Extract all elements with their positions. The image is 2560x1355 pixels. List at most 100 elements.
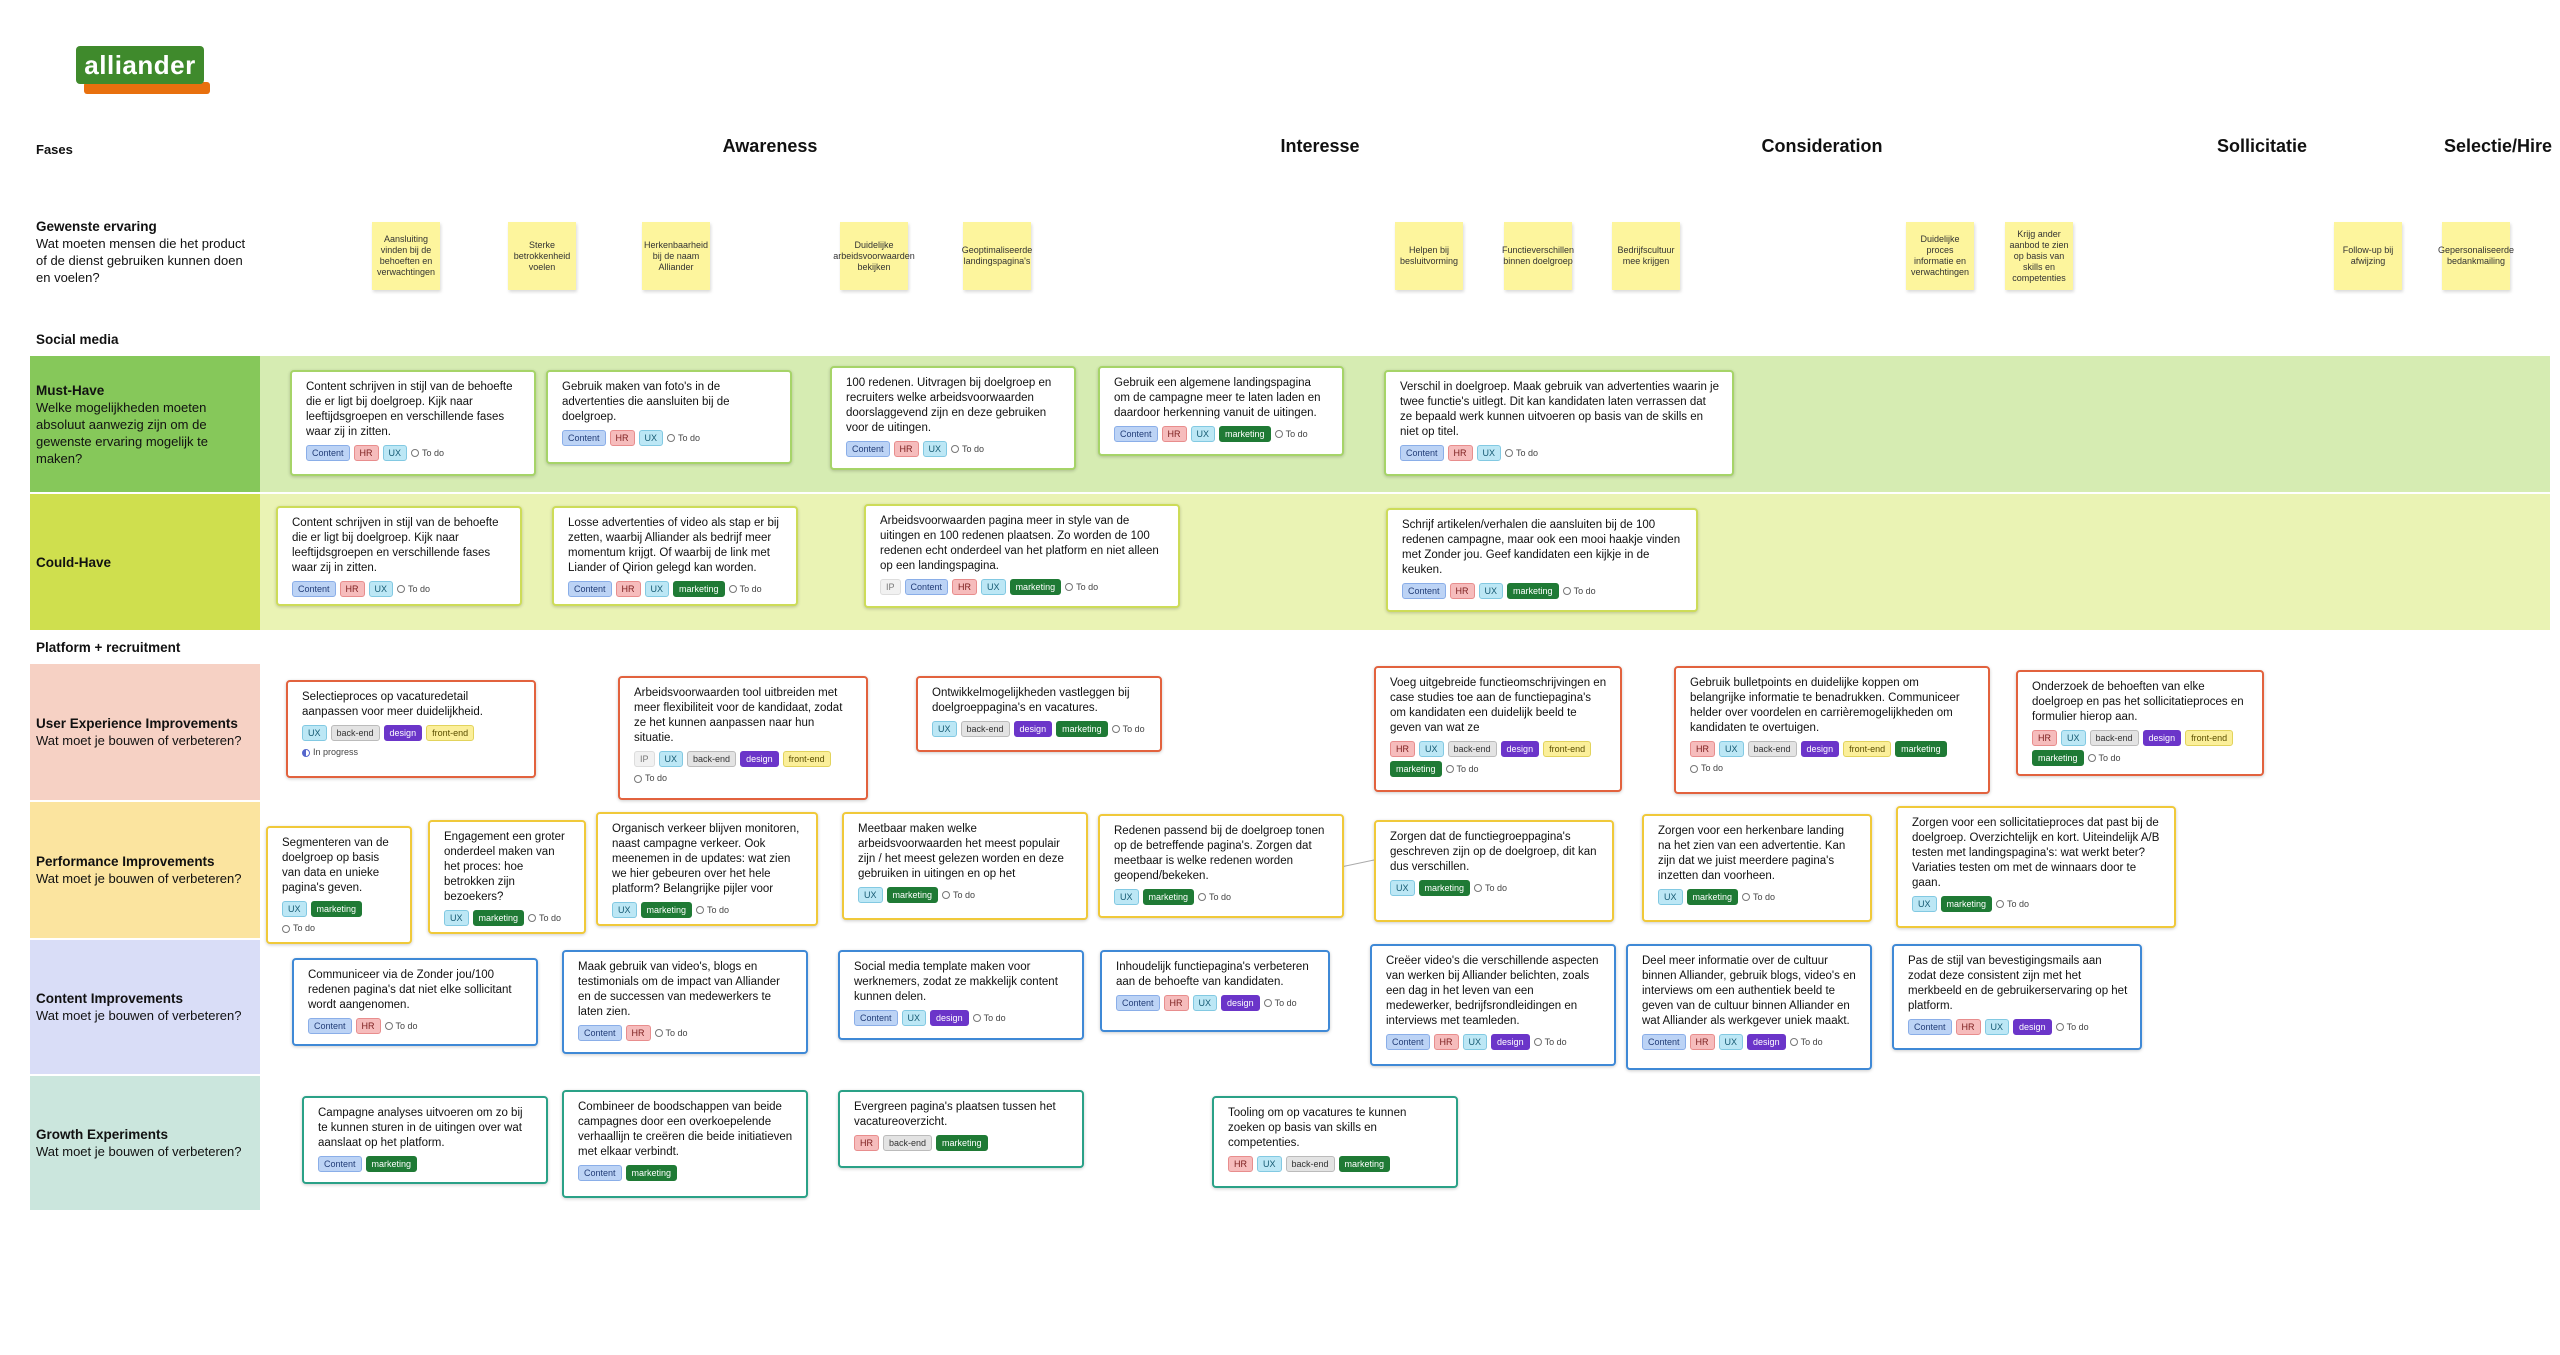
tag-hr[interactable]: HR <box>609 430 635 446</box>
tag-marketing[interactable]: marketing <box>1507 583 1559 599</box>
sticky-note[interactable]: Krijg ander aanbod te zien op basis van … <box>2005 222 2073 290</box>
tag-ux[interactable]: UX <box>1462 1034 1488 1050</box>
tag-hr[interactable]: HR <box>952 579 978 595</box>
roadmap-card[interactable]: Meetbaar maken welke arbeidsvoorwaarden … <box>842 812 1088 920</box>
status-indicator[interactable]: To do <box>1562 584 1596 599</box>
tag-marketing[interactable]: marketing <box>1940 896 1993 912</box>
roadmap-card[interactable]: Campagne analyses uitvoeren om zo bij te… <box>302 1096 548 1184</box>
tag-content[interactable]: Content <box>846 441 890 457</box>
sticky-note[interactable]: Geoptimaliseerde landingspagina's <box>962 222 1032 290</box>
tag-marketing[interactable]: marketing <box>1338 1156 1391 1172</box>
tag-hr[interactable]: HR <box>1161 426 1187 442</box>
tag-ux[interactable]: UX <box>1257 1156 1282 1172</box>
tag-ux[interactable]: UX <box>444 910 469 926</box>
status-indicator[interactable]: To do <box>1505 446 1538 461</box>
tag-marketing[interactable]: marketing <box>1418 880 1471 896</box>
tag-back-end[interactable]: back-end <box>330 725 380 741</box>
tag-hr[interactable]: HR <box>1228 1156 1253 1172</box>
tag-content[interactable]: Content <box>904 579 949 595</box>
tag-front-end[interactable]: front-end <box>1843 741 1892 757</box>
tag-hr[interactable]: HR <box>625 1025 651 1041</box>
status-indicator[interactable]: To do <box>654 1026 688 1041</box>
tag-ux[interactable]: UX <box>1390 880 1415 896</box>
tag-back-end[interactable]: back-end <box>1285 1156 1335 1172</box>
tag-hr[interactable]: HR <box>1447 445 1473 461</box>
tag-content[interactable]: Content <box>1642 1034 1686 1050</box>
tag-marketing[interactable]: marketing <box>1390 761 1442 777</box>
sticky-note[interactable]: Duidelijke proces informatie en verwacht… <box>1906 222 1974 290</box>
status-indicator[interactable]: To do <box>728 582 762 597</box>
tag-ux[interactable]: UX <box>282 901 307 917</box>
roadmap-card[interactable]: Gebruik een algemene landingspagina om d… <box>1098 366 1344 456</box>
roadmap-card[interactable]: Organisch verkeer blijven monitoren, naa… <box>596 812 818 926</box>
roadmap-card[interactable]: Content schrijven in stijl van de behoef… <box>290 370 536 476</box>
tag-ux[interactable]: UX <box>1419 741 1444 757</box>
sticky-note[interactable]: Follow-up bij afwijzing <box>2334 222 2402 290</box>
roadmap-card[interactable]: Gebruik bulletpoints en duidelijke koppe… <box>1674 666 1990 794</box>
tag-ux[interactable]: UX <box>1984 1019 2010 1035</box>
tag-ux[interactable]: UX <box>658 751 684 767</box>
roadmap-card[interactable]: Tooling om op vacatures te kunnen zoeken… <box>1212 1096 1458 1188</box>
sticky-note[interactable]: Gepersonaliseerde bedankmailing <box>2438 222 2514 290</box>
sticky-note[interactable]: Herkenbaarheid bij de naam Alliander <box>642 222 710 290</box>
status-indicator[interactable]: To do <box>1789 1035 1823 1050</box>
tag-ux[interactable]: UX <box>644 581 670 597</box>
tag-ux[interactable]: UX <box>302 725 327 741</box>
sticky-note[interactable]: Aansluiting vinden bij de behoeften en v… <box>372 222 440 290</box>
roadmap-card[interactable]: Engagement een groter onderdeel maken va… <box>428 820 586 934</box>
status-indicator[interactable]: To do <box>1996 897 2029 912</box>
tag-design[interactable]: design <box>2142 730 2182 746</box>
roadmap-card[interactable]: Arbeidsvoorwaarden pagina meer in style … <box>864 504 1180 608</box>
tag-front-end[interactable]: front-end <box>2185 730 2234 746</box>
roadmap-card[interactable]: Maak gebruik van video's, blogs en testi… <box>562 950 808 1054</box>
tag-content[interactable]: Content <box>1114 426 1158 442</box>
tag-back-end[interactable]: back-end <box>960 721 1010 737</box>
status-indicator[interactable]: To do <box>1263 996 1297 1011</box>
sticky-note[interactable]: Bedrijfscultuur mee krijgen <box>1612 222 1680 290</box>
tag-ux[interactable]: UX <box>1192 995 1218 1011</box>
tag-marketing[interactable]: marketing <box>1895 741 1947 757</box>
tag-back-end[interactable]: back-end <box>1747 741 1797 757</box>
tag-design[interactable]: design <box>1221 995 1260 1011</box>
status-indicator[interactable]: To do <box>397 582 430 597</box>
tag-content[interactable]: Content <box>562 430 606 446</box>
tag-design[interactable]: design <box>1013 721 1053 737</box>
status-indicator[interactable]: To do <box>2087 751 2121 766</box>
roadmap-card[interactable]: Onderzoek de behoeften van elke doelgroe… <box>2016 670 2264 776</box>
tag-design[interactable]: design <box>740 751 779 767</box>
status-indicator[interactable]: To do <box>942 888 975 903</box>
tag-hr[interactable]: HR <box>1433 1034 1459 1050</box>
tag-marketing[interactable]: marketing <box>673 581 725 597</box>
status-indicator[interactable]: To do <box>528 911 561 926</box>
tag-ux[interactable]: UX <box>1718 1034 1744 1050</box>
tag-ux[interactable]: UX <box>1114 889 1139 905</box>
status-indicator[interactable]: To do <box>2055 1020 2089 1035</box>
tag-hr[interactable]: HR <box>1390 741 1415 757</box>
tag-content[interactable]: Content <box>1400 445 1444 461</box>
tag-design[interactable]: design <box>1491 1034 1530 1050</box>
sticky-note[interactable]: Duidelijke arbeidsvoorwaarden bekijken <box>833 222 915 290</box>
roadmap-card[interactable]: Evergreen pagina's plaatsen tussen het v… <box>838 1090 1084 1168</box>
roadmap-card[interactable]: Arbeidsvoorwaarden tool uitbreiden met m… <box>618 676 868 800</box>
tag-hr[interactable]: HR <box>893 441 919 457</box>
tag-design[interactable]: design <box>1500 741 1540 757</box>
tag-hr[interactable]: HR <box>355 1018 381 1034</box>
roadmap-card[interactable]: Schrijf artikelen/verhalen die aansluite… <box>1386 508 1698 612</box>
tag-marketing[interactable]: marketing <box>2032 750 2084 766</box>
roadmap-card[interactable]: Zorgen voor een sollicitatieproces dat p… <box>1896 806 2176 928</box>
tag-marketing[interactable]: marketing <box>1056 721 1108 737</box>
tag-ux[interactable]: UX <box>922 441 948 457</box>
tag-hr[interactable]: HR <box>854 1135 879 1151</box>
tag-ux[interactable]: UX <box>1478 583 1504 599</box>
tag-marketing[interactable]: marketing <box>1219 426 1271 442</box>
status-indicator[interactable]: To do <box>384 1019 418 1034</box>
tag-hr[interactable]: HR <box>2032 730 2057 746</box>
roadmap-card[interactable]: Redenen passend bij de doelgroep tonen o… <box>1098 814 1344 918</box>
tag-content[interactable]: Content <box>1908 1019 1952 1035</box>
roadmap-card[interactable]: Content schrijven in stijl van de behoef… <box>276 506 522 606</box>
tag-content[interactable]: Content <box>1402 583 1446 599</box>
tag-hr[interactable]: HR <box>339 581 365 597</box>
roadmap-card[interactable]: Segmenteren van de doelgroep op basis va… <box>266 826 412 944</box>
tag-content[interactable]: Content <box>292 581 336 597</box>
tag-back-end[interactable]: back-end <box>687 751 737 767</box>
